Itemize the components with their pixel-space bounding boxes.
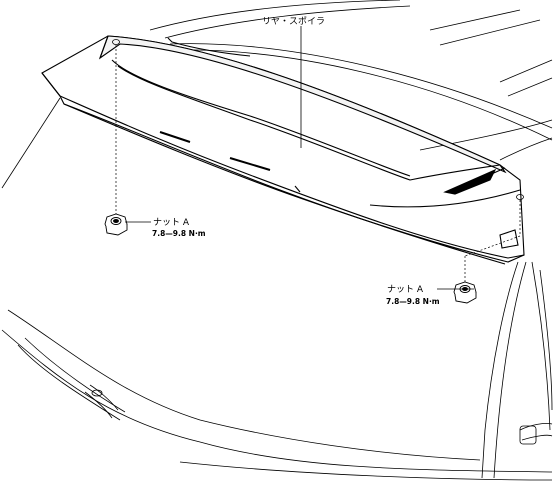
torque-right-label: 7.8—9.8 N·m xyxy=(386,297,440,306)
rear-spoiler xyxy=(41,35,525,265)
leader-lines xyxy=(125,26,474,290)
nut-right-label: ナット A xyxy=(387,284,424,295)
spoiler-label: リヤ・スポイラ xyxy=(262,16,325,27)
torque-left-label: 7.8—9.8 N·m xyxy=(152,229,206,238)
bolt-holes xyxy=(112,39,524,200)
nut-right xyxy=(453,281,477,304)
nut-left-label: ナット A xyxy=(153,217,190,228)
nut-left xyxy=(104,213,128,236)
guide-lines xyxy=(115,45,521,285)
